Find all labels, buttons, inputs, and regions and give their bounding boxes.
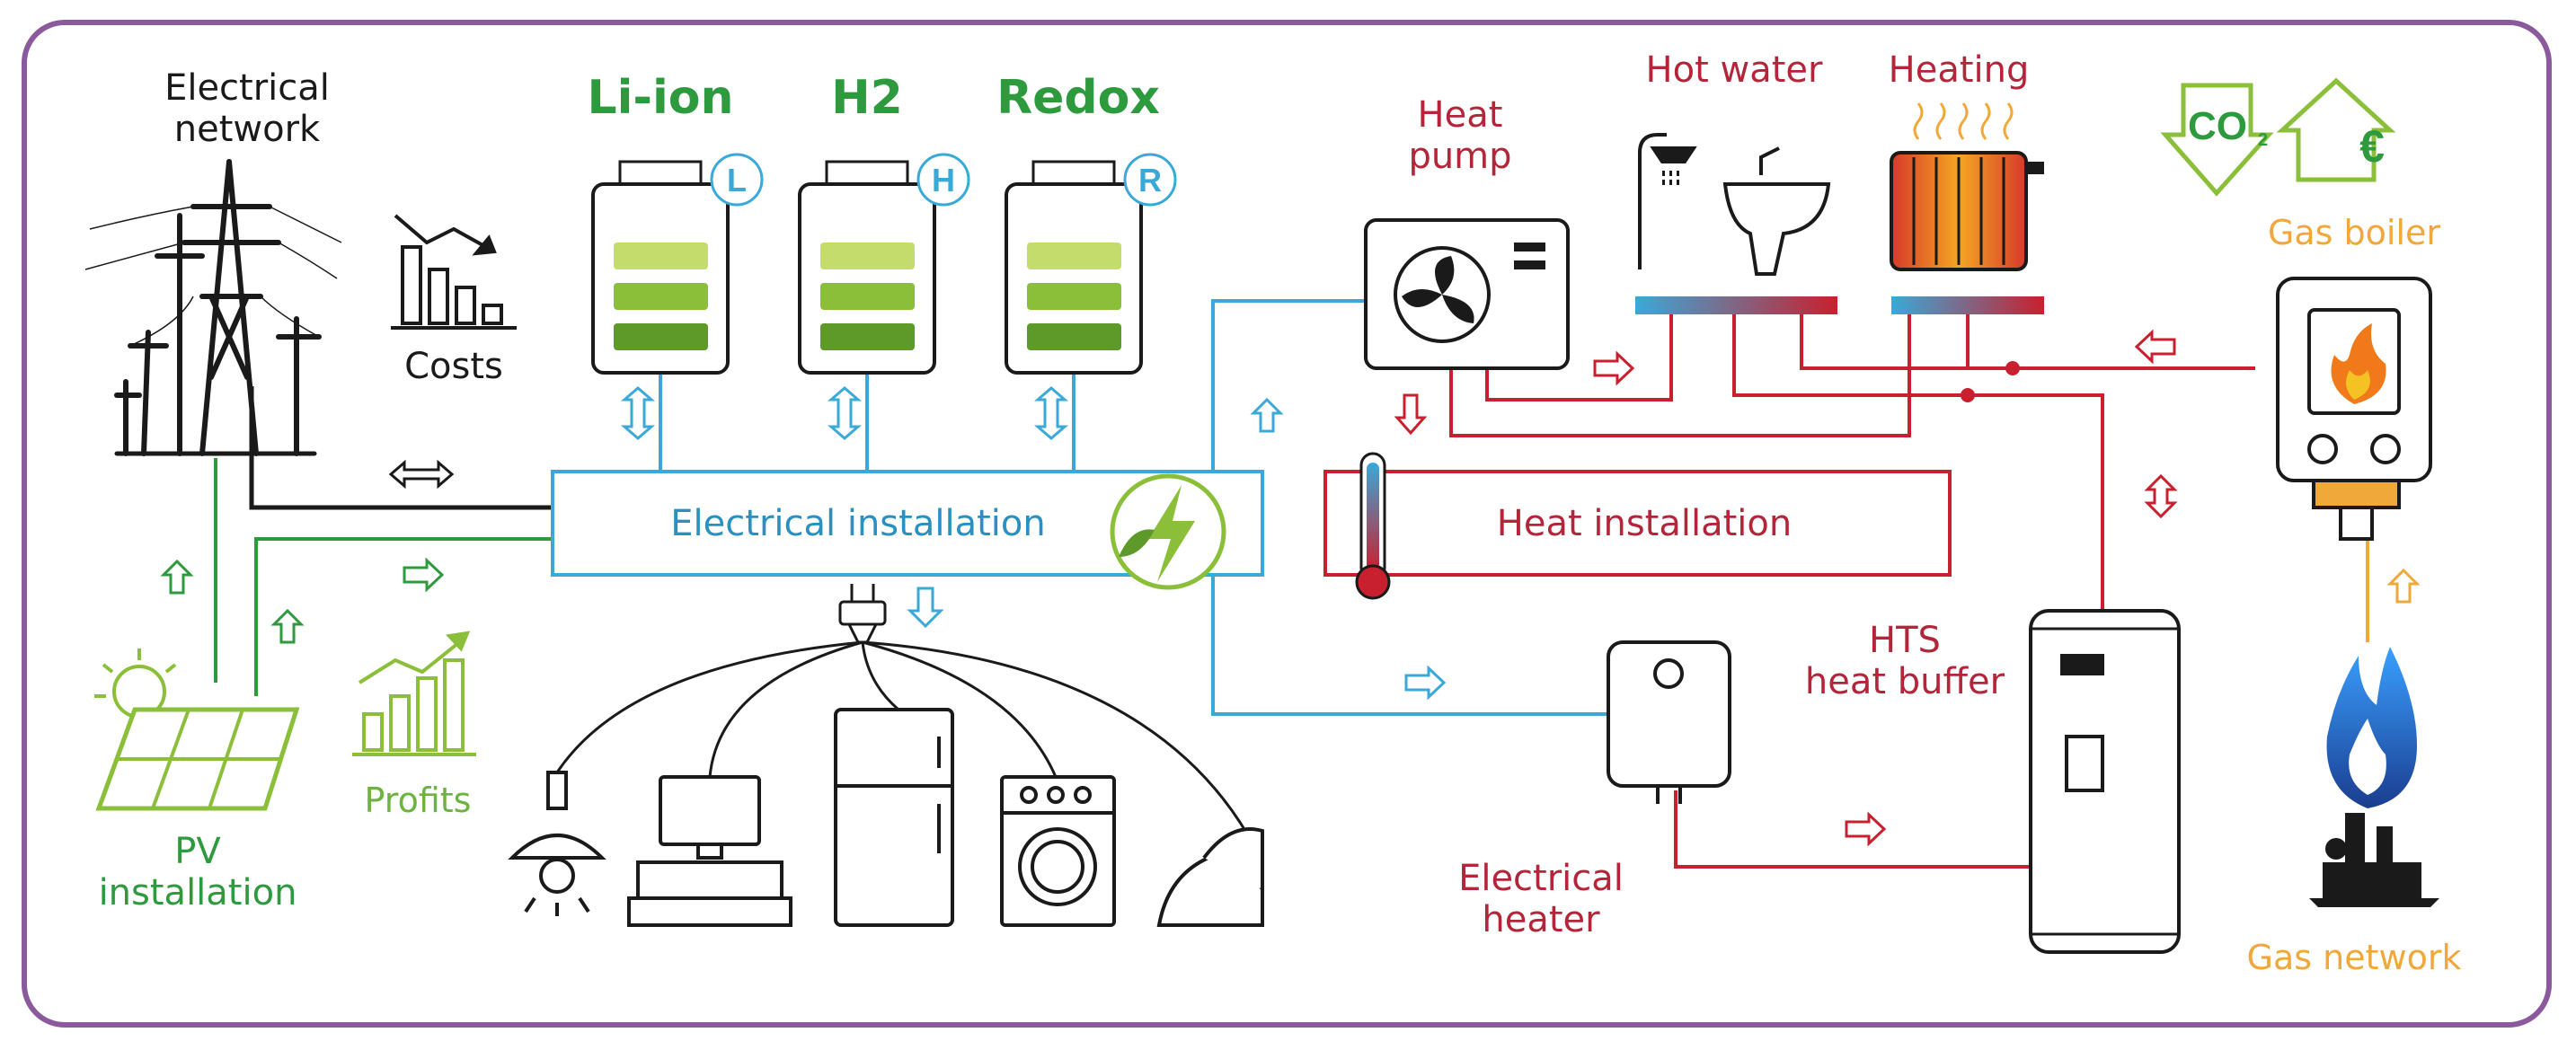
profits-label: Profits — [364, 781, 472, 820]
electric-flow-arrows — [907, 397, 1447, 701]
heat-installation-box — [1323, 470, 1952, 577]
bidirectional-arrow-icon — [388, 459, 455, 490]
gas-boiler-icon — [2276, 277, 2432, 541]
hot-water-label: Hot water — [1645, 49, 1823, 91]
heat-junction — [2005, 361, 2020, 375]
euro-up-arrow-icon: € — [2276, 77, 2396, 182]
electrical-lines — [659, 299, 1608, 716]
heat-lines — [1449, 314, 2255, 869]
gas-flow-arrow — [2386, 568, 2421, 604]
heat-pump-label: Heat pump — [1408, 94, 1512, 177]
battery-badge-h: H — [932, 162, 955, 199]
refrigerator-icon — [834, 708, 954, 927]
costs-label: Costs — [404, 346, 503, 387]
pv-connection-lines — [214, 458, 553, 696]
co2-symbol: CO — [2188, 104, 2247, 148]
gas-flame-icon — [2326, 647, 2417, 808]
euro-symbol: € — [2359, 121, 2385, 172]
battery-redox-icon — [1005, 160, 1143, 375]
appliance-wires — [555, 640, 1264, 863]
computer-icon — [627, 775, 792, 927]
shower-drops — [1662, 171, 1679, 185]
battery-badge-r: R — [1138, 162, 1162, 199]
shower-sink-icon — [1638, 133, 1831, 276]
li-ion-label: Li-ion — [587, 71, 734, 125]
battery-exchange-arrows — [620, 386, 1069, 440]
heat-pump-fan-icon — [1364, 218, 1570, 370]
power-wires — [84, 206, 342, 347]
power-pylon-icon — [114, 159, 322, 456]
washing-machine-icon — [1000, 775, 1116, 927]
radiator-icon — [1890, 102, 2044, 271]
gas-network-label: Gas network — [2246, 938, 2462, 977]
heat-junction — [1961, 388, 1975, 402]
electrical-heater-label: Electrical heater — [1458, 858, 1624, 940]
costs-down-chart-icon — [391, 214, 517, 330]
battery-h2-icon — [798, 160, 936, 375]
pv-flow-arrows — [160, 557, 445, 644]
battery-badge-li: L — [727, 162, 747, 199]
gas-refinery-icon — [2309, 813, 2439, 907]
heating-label: Heating — [1888, 49, 2030, 91]
redox-label: Redox — [996, 71, 1160, 125]
profits-up-chart-icon — [352, 631, 476, 756]
co2-down-arrow-icon: CO 2 — [2160, 83, 2274, 197]
electrical-installation-label: Electrical installation — [670, 503, 1046, 544]
electric-water-heater-icon — [1607, 640, 1731, 804]
diagram-frame — [22, 20, 2552, 1028]
electrical-network-label: Electrical network — [164, 67, 330, 150]
pv-installation-label: PV installation — [98, 831, 297, 913]
co2-subscript: 2 — [2258, 130, 2268, 150]
heat-buffer-tank-icon — [2029, 609, 2181, 954]
gas-boiler-label: Gas boiler — [2267, 213, 2441, 252]
power-plug-icon — [838, 584, 887, 644]
battery-badges — [710, 153, 1177, 207]
heating-manifold — [1891, 296, 2044, 314]
heat-flow-arrows — [1394, 350, 2178, 847]
solar-panel-icon — [94, 649, 300, 811]
thermometer-icon — [1355, 452, 1391, 600]
hts-heat-buffer-label: HTS heat buffer — [1804, 620, 2005, 702]
boiler-heat-arrow — [2134, 329, 2176, 365]
iron-icon — [1156, 827, 1264, 927]
battery-li-ion-icon — [591, 160, 730, 375]
hot-water-manifold — [1635, 296, 1837, 314]
ceiling-lamp-icon — [508, 771, 606, 916]
h2-label: H2 — [831, 71, 903, 125]
heat-installation-label: Heat installation — [1496, 503, 1793, 544]
green-lightning-icon — [1110, 473, 1226, 590]
